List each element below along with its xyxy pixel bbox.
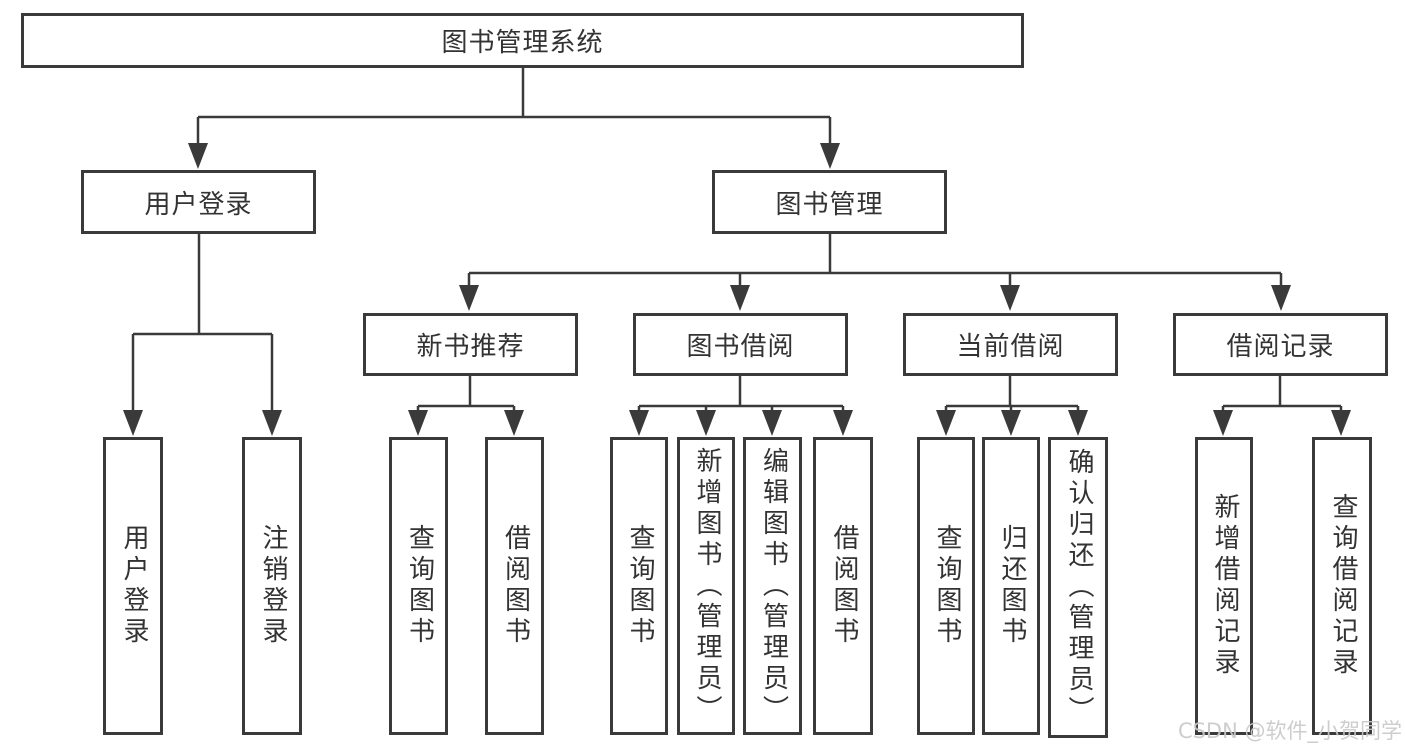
leaf-logout: 注销登录	[242, 437, 302, 735]
node-label: 图书管理系统	[441, 28, 604, 58]
leaf-return-books: 归还图书	[982, 437, 1040, 735]
node-label: 查询图书	[931, 524, 962, 648]
node-label: 图书借阅	[686, 332, 795, 362]
node-label: 查询图书	[624, 524, 655, 648]
leaf-confirm-return-admin: 确认归还（管理员）	[1048, 437, 1108, 738]
leaf-query-borrow-record: 查询借阅记录	[1312, 437, 1372, 735]
node-book-management: 图书管理	[712, 170, 947, 234]
node-label: 确认归还（管理员）	[1063, 448, 1094, 727]
node-label: 归还图书	[996, 524, 1027, 648]
node-label: 图书管理	[775, 189, 884, 220]
csdn-watermark: CSDN @软件_小贺同学	[1177, 719, 1402, 743]
node-label: 新增图书（管理员）	[691, 446, 722, 726]
node-user-login: 用户登录	[81, 170, 316, 234]
leaf-user-login: 用户登录	[103, 437, 163, 735]
leaf-borrow-books: 借阅图书	[813, 437, 873, 735]
leaf-edit-books-admin: 编辑图书（管理员）	[743, 437, 802, 735]
node-label: 编辑图书（管理员）	[758, 446, 789, 726]
node-label: 注销登录	[257, 524, 288, 648]
node-label: 查询图书	[404, 524, 435, 648]
node-label: 用户登录	[118, 524, 149, 648]
node-label: 借阅记录	[1226, 332, 1335, 362]
node-new-book-recommend: 新书推荐	[363, 313, 578, 376]
leaf-query-books-recommend: 查询图书	[389, 437, 448, 735]
node-label: 借阅图书	[500, 524, 531, 648]
leaf-add-books-admin: 新增图书（管理员）	[677, 437, 735, 735]
node-book-borrowing: 图书借阅	[633, 313, 848, 376]
leaf-add-borrow-record: 新增借阅记录	[1195, 437, 1253, 735]
node-borrowing-records: 借阅记录	[1173, 313, 1388, 376]
leaf-borrow-books-recommend: 借阅图书	[485, 437, 544, 735]
node-book-mgmt-system: 图书管理系统	[21, 13, 1024, 68]
node-label: 当前借阅	[956, 332, 1065, 362]
node-label: 用户登录	[144, 189, 253, 220]
node-label: 新增借阅记录	[1209, 493, 1240, 679]
node-label: 借阅图书	[828, 524, 859, 648]
leaf-query-books-borrow: 查询图书	[610, 437, 668, 735]
leaf-query-books-current: 查询图书	[917, 437, 975, 735]
node-label: 查询借阅记录	[1327, 493, 1358, 679]
node-label: 新书推荐	[416, 332, 525, 362]
node-current-borrowing: 当前借阅	[903, 313, 1118, 376]
